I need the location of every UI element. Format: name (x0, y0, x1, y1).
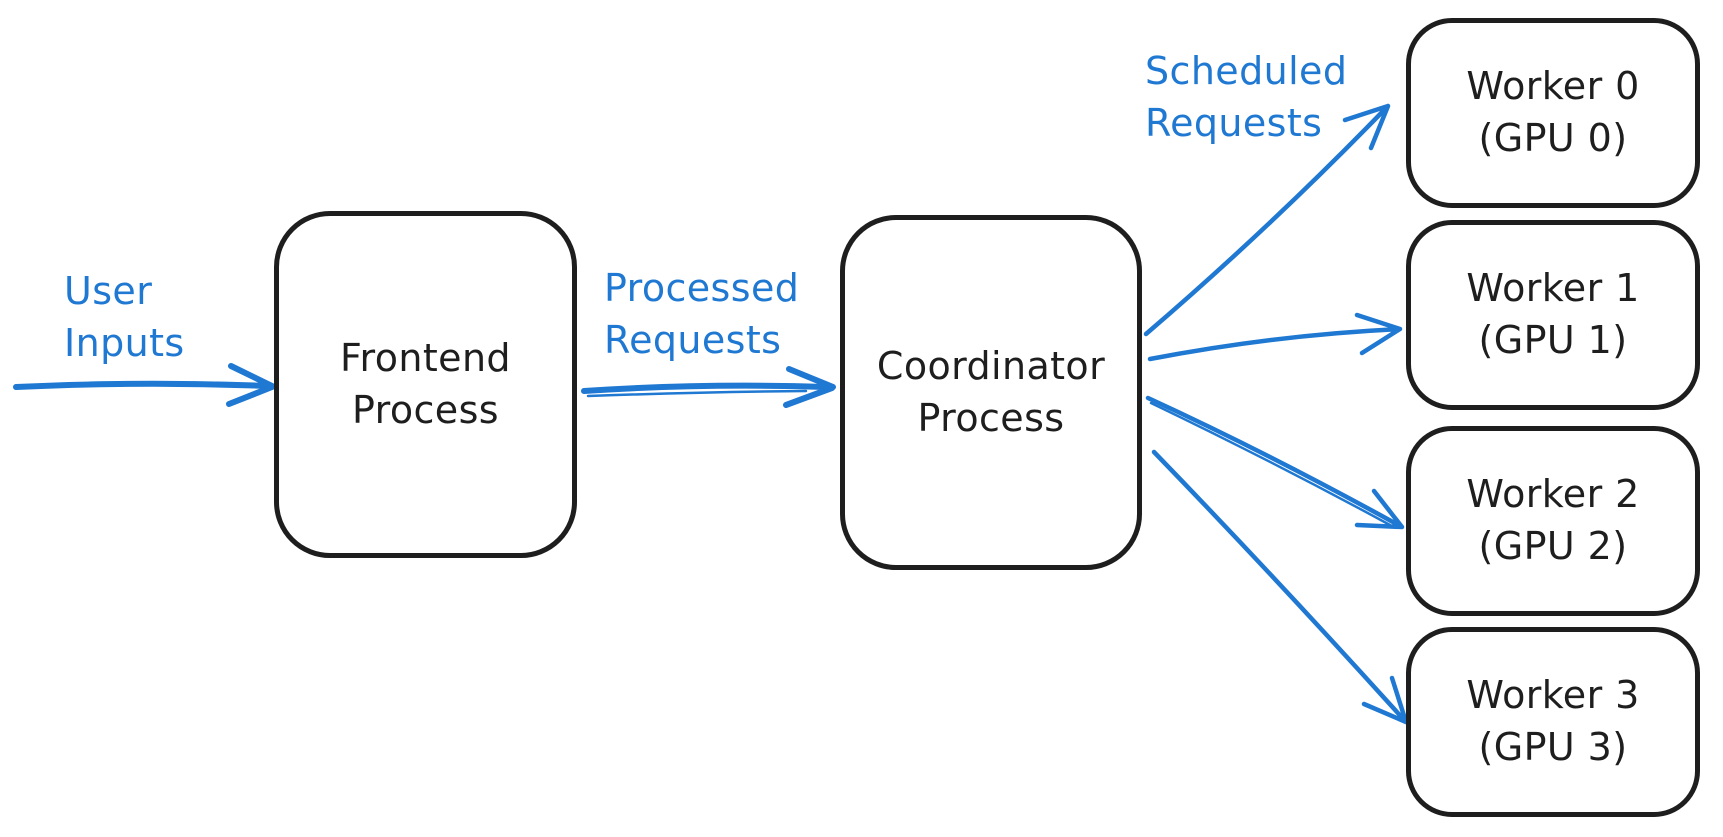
user-inputs-arrow (13, 363, 275, 407)
node-worker-0: Worker 0 (GPU 0) (1406, 18, 1700, 208)
node-worker-3: Worker 3 (GPU 3) (1406, 627, 1700, 817)
label-scheduled-requests: Scheduled Requests (1145, 49, 1348, 145)
scheduled-arrow-worker-3 (1151, 449, 1409, 725)
node-worker-2: Worker 2 (GPU 2) (1406, 426, 1700, 616)
scheduled-arrow-worker-2 (1145, 395, 1405, 530)
node-frontend-process: Frontend Process (274, 211, 577, 558)
scheduled-arrow-worker-1 (1147, 312, 1403, 362)
processed-requests-arrow (581, 366, 836, 408)
label-user-inputs: User Inputs (64, 269, 185, 365)
scheduled-arrow-worker-0 (1143, 103, 1391, 337)
label-processed-requests: Processed Requests (604, 266, 800, 362)
node-coordinator-process: Coordinator Process (840, 215, 1142, 570)
processed-requests-arrow-overstroke (586, 389, 808, 398)
scheduled-arrow-worker-2-overstroke (1149, 401, 1392, 527)
node-worker-1: Worker 1 (GPU 1) (1406, 220, 1700, 410)
